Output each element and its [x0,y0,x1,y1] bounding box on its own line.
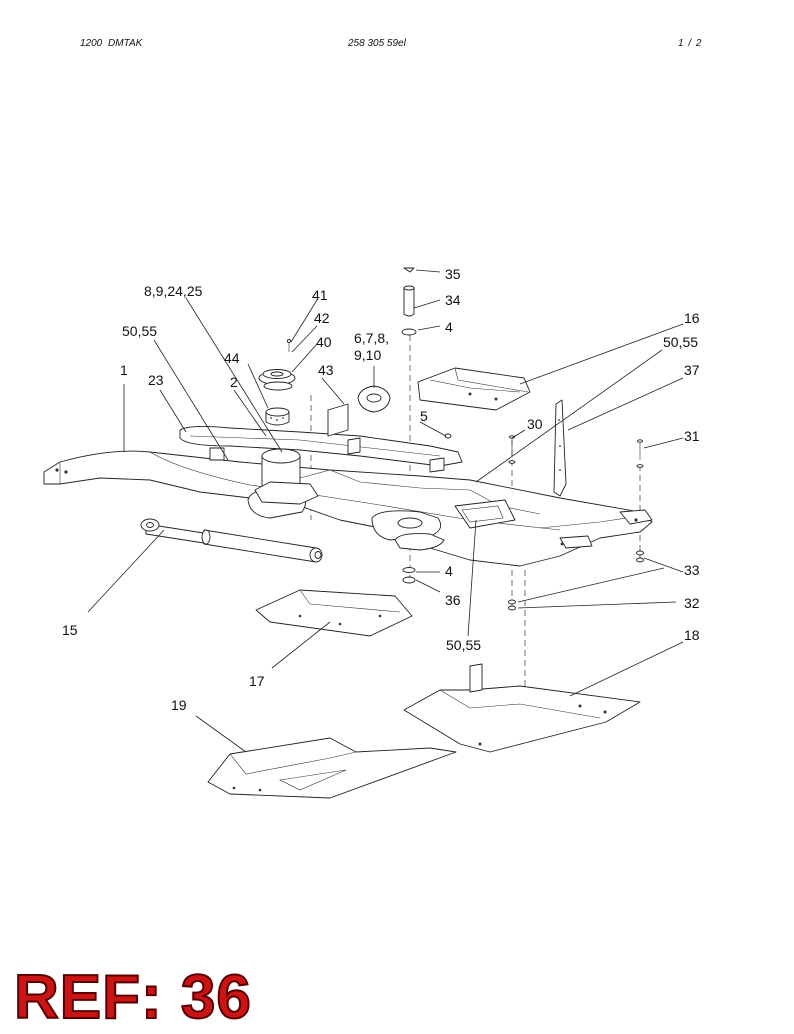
callout-4-top: 4 [445,319,453,335]
callout-50-55-left: 50,55 [122,323,157,339]
tray-plate [417,367,531,411]
callout-33: 33 [684,562,700,578]
callout-2: 2 [230,374,238,390]
guard-plate-18 [403,663,641,753]
hydraulic-cylinder [140,518,323,563]
callout-31: 31 [684,428,700,444]
mounting-plate [357,385,391,413]
guard-plate-17 [255,589,413,637]
callout-50-55-bottom: 50,55 [446,637,481,653]
small-screw [286,338,292,352]
callout-labels: 35 34 4 41 42 40 8,9,24,25 50,55 6,7,8, … [62,266,700,713]
callout-6-7-8: 6,7,8, [354,330,389,346]
guard-plate-19 [207,737,457,799]
bushing [265,407,290,426]
callout-5: 5 [420,408,428,424]
callout-17: 17 [249,673,265,689]
main-frame [43,450,653,567]
callout-1: 1 [120,362,128,378]
callout-32: 32 [684,595,700,611]
callout-50-55-right: 50,55 [663,334,698,350]
flange-washer [258,369,296,391]
callout-42: 42 [314,310,330,326]
callout-43: 43 [318,362,334,378]
callout-41: 41 [312,287,328,303]
callout-36: 36 [445,592,461,608]
header-page-number: 1 / 2 [678,38,702,49]
nuts [508,550,644,611]
callout-8-9-24-25: 8,9,24,25 [144,283,203,299]
header-model: 1200 DMTAK [80,38,143,49]
callout-34: 34 [445,292,461,308]
bolts [444,433,644,468]
callout-40: 40 [316,334,332,350]
callout-15: 15 [62,622,78,638]
callout-19: 19 [171,697,187,713]
callout-35: 35 [445,266,461,282]
callout-23: 23 [148,372,164,388]
callout-4-bottom: 4 [445,563,453,579]
callout-9-10: 9,10 [354,347,381,363]
pivot-pin [401,267,417,584]
callout-16: 16 [684,310,700,326]
callout-44: 44 [224,350,240,366]
bracket [327,403,361,455]
leader-lines [87,269,684,753]
header-part-number: 258 305 59el [348,38,406,49]
callout-30: 30 [527,416,543,432]
callout-37: 37 [684,362,700,378]
reference-stamp: REF: 36 [13,962,252,1033]
swing-arm [179,425,463,473]
bar [553,399,567,497]
swing-column [254,448,319,505]
callout-18: 18 [684,627,700,643]
